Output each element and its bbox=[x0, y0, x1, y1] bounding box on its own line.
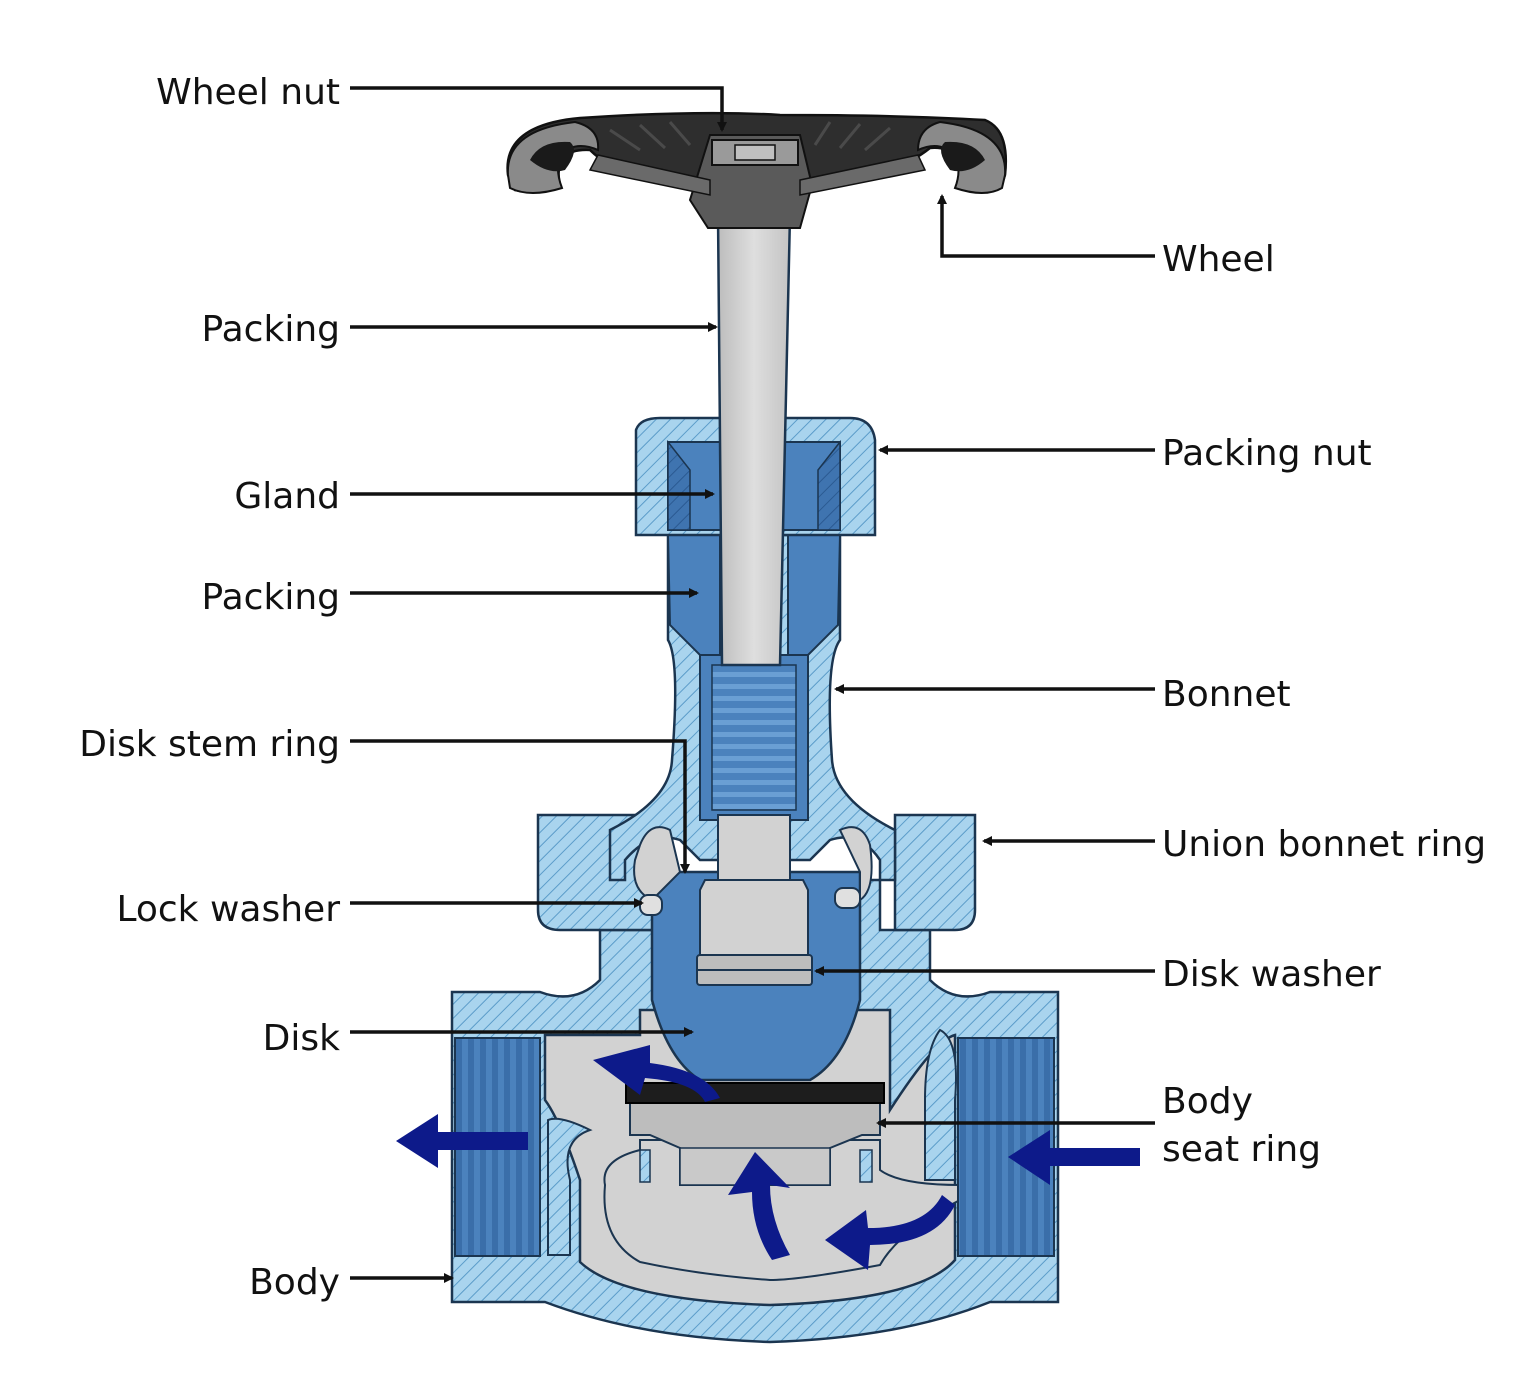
lock-washer-part bbox=[639, 894, 663, 916]
wheel-part bbox=[506, 111, 1007, 229]
label-wheel-nut: Wheel nut bbox=[156, 72, 340, 113]
leader-disk-stem-ring bbox=[350, 739, 690, 874]
leader-wheel-nut bbox=[350, 86, 727, 132]
disc-face bbox=[625, 1082, 885, 1104]
label-disk-stem-ring: Disk stem ring bbox=[79, 724, 340, 765]
label-body-seat-ring-line1: Body bbox=[1162, 1081, 1253, 1122]
flow-arrow-inlet bbox=[1008, 1130, 1140, 1185]
label-bonnet: Bonnet bbox=[1162, 674, 1291, 715]
disk-assembly bbox=[625, 814, 885, 1104]
label-packing-top: Packing bbox=[202, 309, 340, 350]
label-lock-washer: Lock washer bbox=[116, 889, 340, 930]
flow-arrow-outlet bbox=[396, 1114, 528, 1168]
label-packing-lower: Packing bbox=[202, 577, 340, 618]
flow-arrow-over-disk bbox=[593, 1045, 720, 1102]
flow-arrow-up bbox=[728, 1152, 790, 1260]
label-packing-nut: Packing nut bbox=[1162, 433, 1372, 474]
labels: Wheel nut Wheel Packing Packing nut Glan… bbox=[79, 72, 1486, 1303]
label-gland: Gland bbox=[234, 476, 340, 517]
valve-stem bbox=[716, 213, 792, 667]
label-disk-washer: Disk washer bbox=[1162, 954, 1381, 995]
leader-wheel bbox=[937, 194, 1155, 258]
label-disk: Disk bbox=[263, 1018, 340, 1059]
label-union-bonnet-ring: Union bonnet ring bbox=[1162, 824, 1486, 865]
leader-lines bbox=[350, 86, 1155, 1283]
flow-arrow-bottom bbox=[825, 1195, 955, 1270]
stem-thread bbox=[711, 664, 797, 811]
label-wheel: Wheel bbox=[1162, 239, 1275, 280]
label-body: Body bbox=[249, 1262, 340, 1303]
flow-arrows bbox=[396, 1045, 1140, 1270]
label-body-seat-ring-line2: seat ring bbox=[1162, 1129, 1321, 1170]
